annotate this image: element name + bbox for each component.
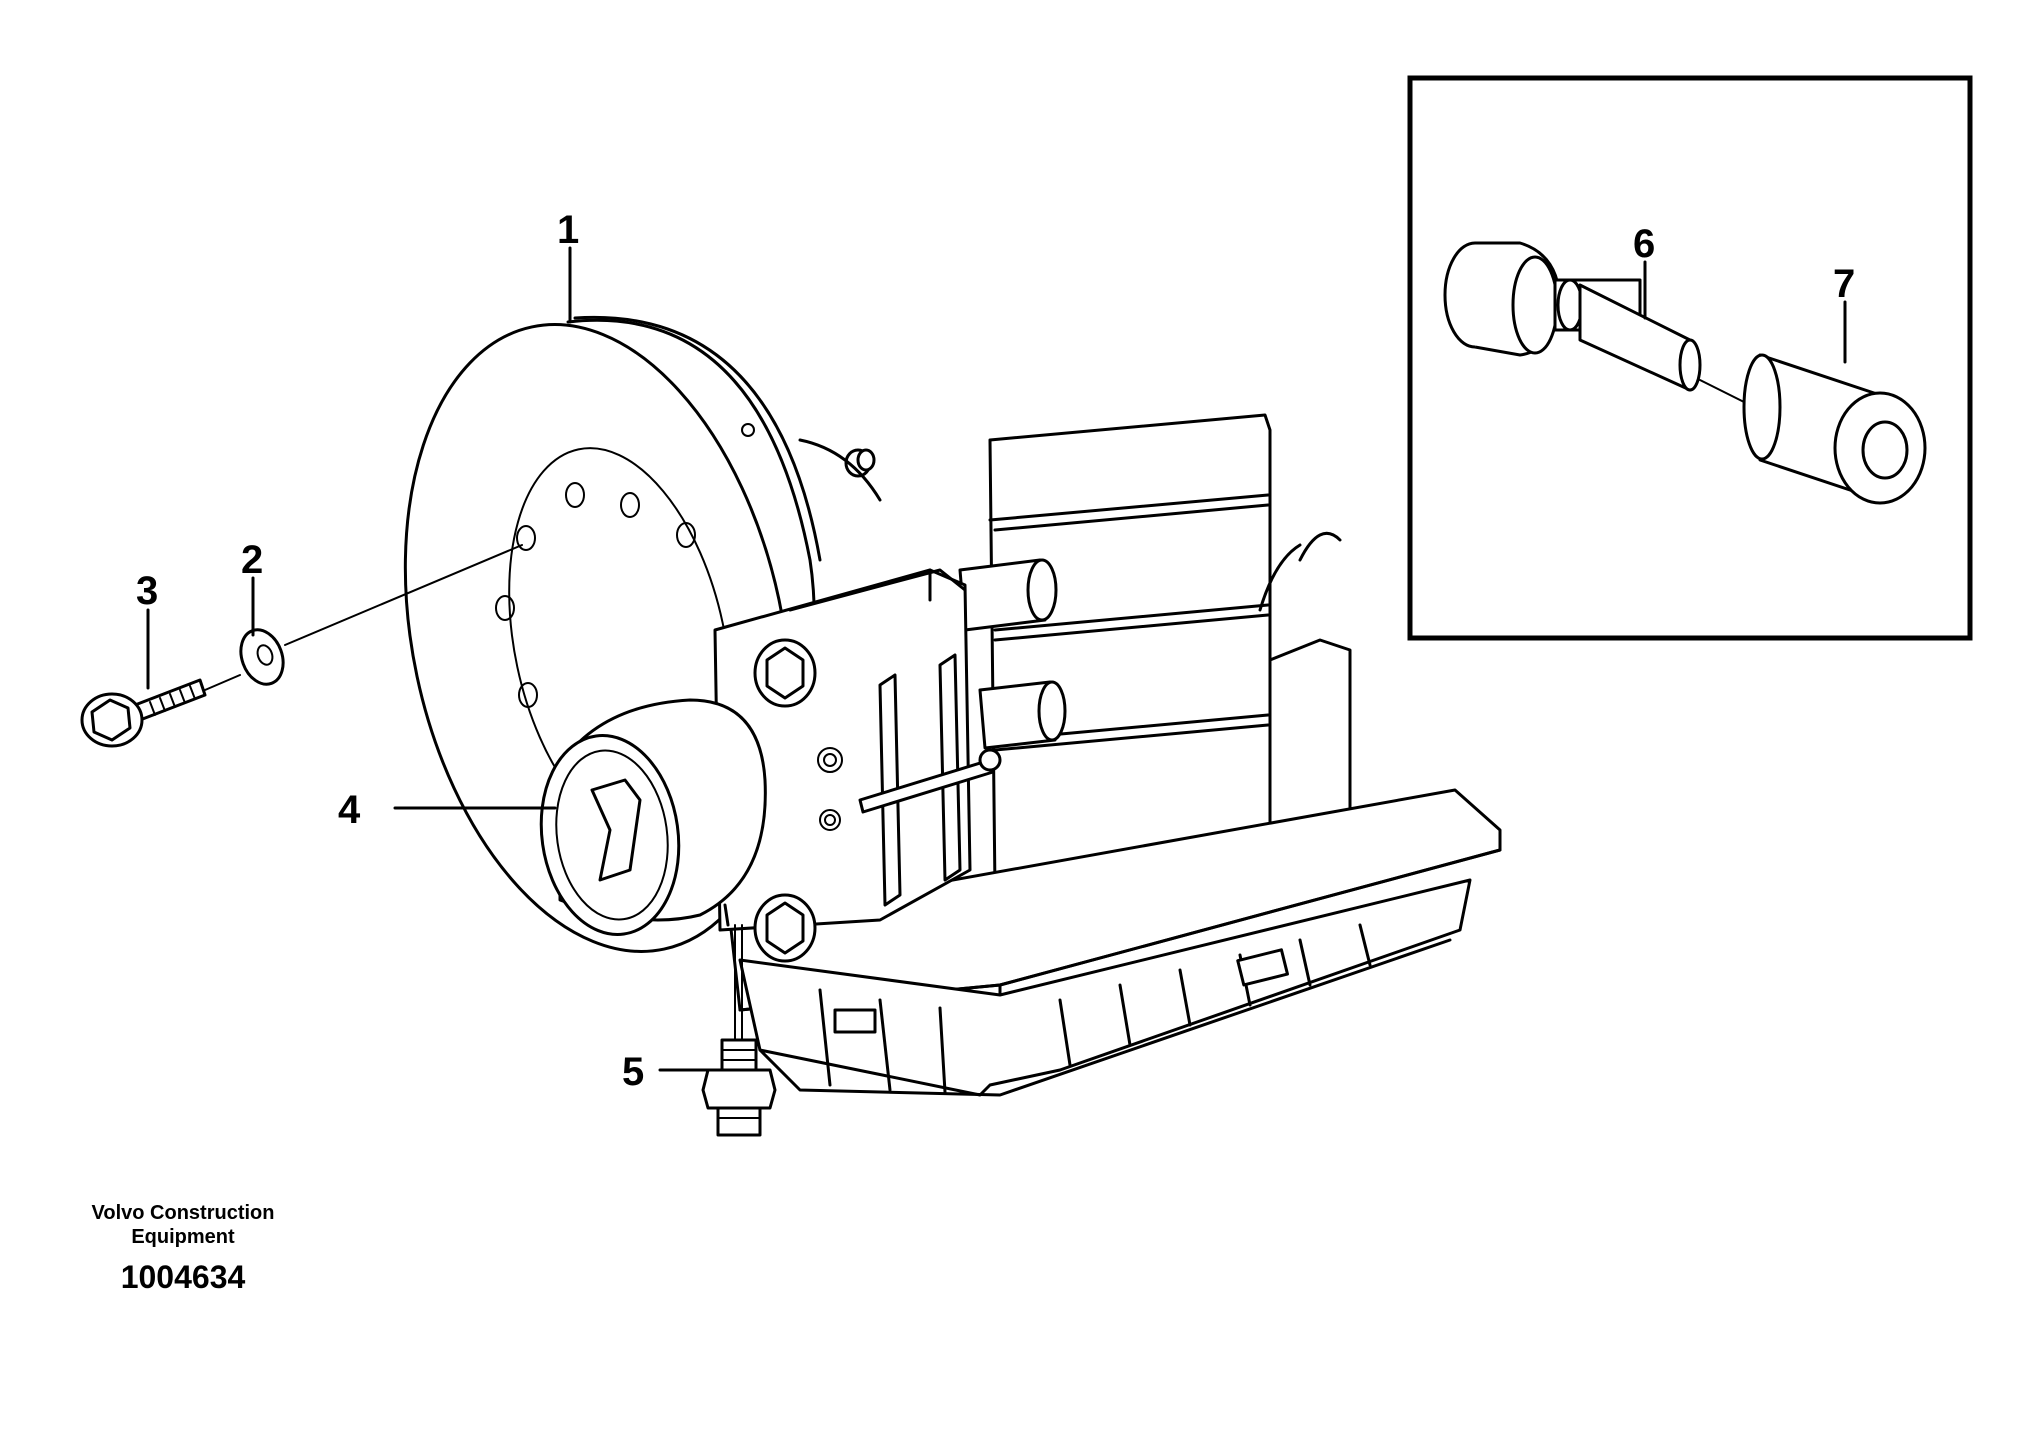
guide-pin [1443, 241, 1761, 411]
transmission-housing [728, 413, 1502, 1097]
leader-lines [146, 246, 1847, 1072]
callout-2: 2 [241, 538, 263, 582]
caption-brand-line2: Equipment [131, 1226, 235, 1248]
callout-5: 5 [622, 1050, 644, 1094]
callout-1: 1 [557, 208, 579, 252]
sleeve [1742, 353, 1927, 505]
callout-4: 4 [338, 788, 361, 832]
callout-6: 6 [1633, 222, 1655, 266]
callout-3: 3 [136, 569, 158, 613]
drawing-number: 1004634 [121, 1259, 246, 1295]
inset-detail-box [1407, 75, 1973, 641]
bolt [80, 678, 207, 748]
caption-brand-line1: Volvo Construction [92, 1202, 275, 1224]
assembly-line-bolt-to-disc [204, 544, 523, 691]
bleed-nipple [701, 924, 777, 1137]
washer [239, 628, 285, 686]
brake-caliper [539, 568, 1002, 963]
callout-7: 7 [1833, 262, 1855, 306]
